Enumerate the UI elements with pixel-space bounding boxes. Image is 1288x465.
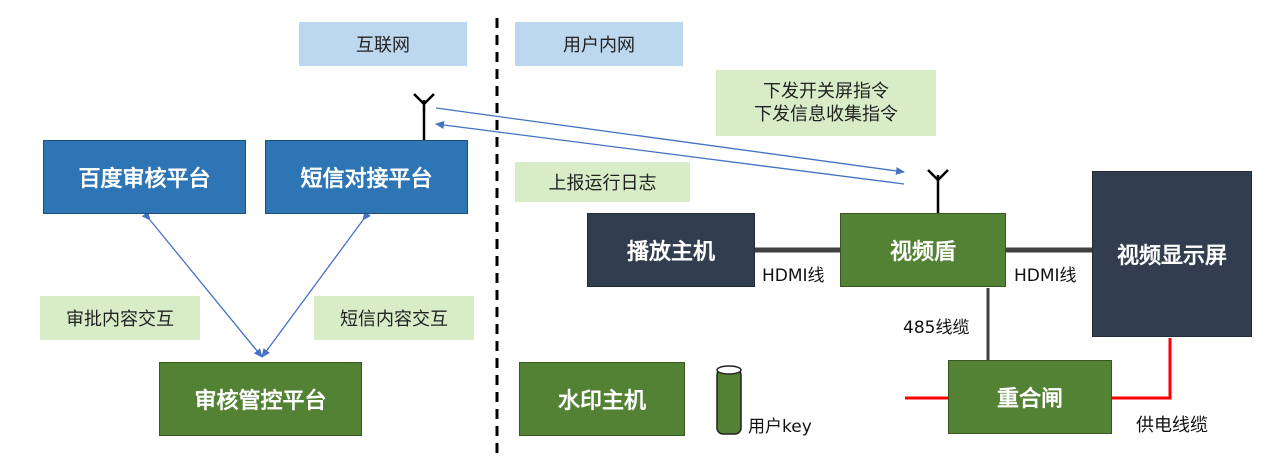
hdmi-label-left: HDMI线 bbox=[762, 266, 825, 286]
command-line-2: 下发信息收集指令 bbox=[754, 104, 898, 125]
antenna-icon-left bbox=[413, 93, 435, 140]
video-shield: 视频盾 bbox=[840, 213, 1006, 287]
report-arrow bbox=[435, 121, 905, 185]
sms-exchange-note: 短信内容交互 bbox=[314, 296, 474, 340]
audit-control-platform: 审核管控平台 bbox=[159, 362, 362, 436]
sms-audit-arrow bbox=[261, 211, 371, 358]
antenna-icon-right bbox=[927, 169, 949, 213]
rs485-label: 485线缆 bbox=[903, 318, 970, 338]
internet-zone-label: 互联网 bbox=[299, 22, 467, 66]
power-cable-right bbox=[1112, 338, 1172, 400]
sms-platform: 短信对接平台 bbox=[265, 140, 468, 214]
baidu-audit-platform: 百度审核平台 bbox=[43, 140, 246, 214]
baidu-audit-arrow bbox=[141, 211, 263, 358]
recloser: 重合闸 bbox=[948, 360, 1112, 434]
power-cable-label: 供电线缆 bbox=[1136, 415, 1208, 436]
user-key-label: 用户key bbox=[748, 417, 812, 437]
player-host: 播放主机 bbox=[587, 213, 755, 287]
command-note: 下发开关屏指令 下发信息收集指令 bbox=[716, 70, 936, 136]
hdmi-label-right: HDMI线 bbox=[1014, 266, 1077, 286]
command-arrow bbox=[435, 107, 905, 175]
intranet-zone-label: 用户内网 bbox=[515, 22, 683, 66]
usb-key-icon bbox=[716, 365, 742, 435]
report-note: 上报运行日志 bbox=[515, 162, 690, 202]
command-line-1: 下发开关屏指令 bbox=[763, 80, 889, 102]
approval-exchange-note: 审批内容交互 bbox=[40, 296, 200, 340]
watermark-host: 水印主机 bbox=[519, 362, 685, 436]
video-display: 视频显示屏 bbox=[1092, 171, 1252, 337]
